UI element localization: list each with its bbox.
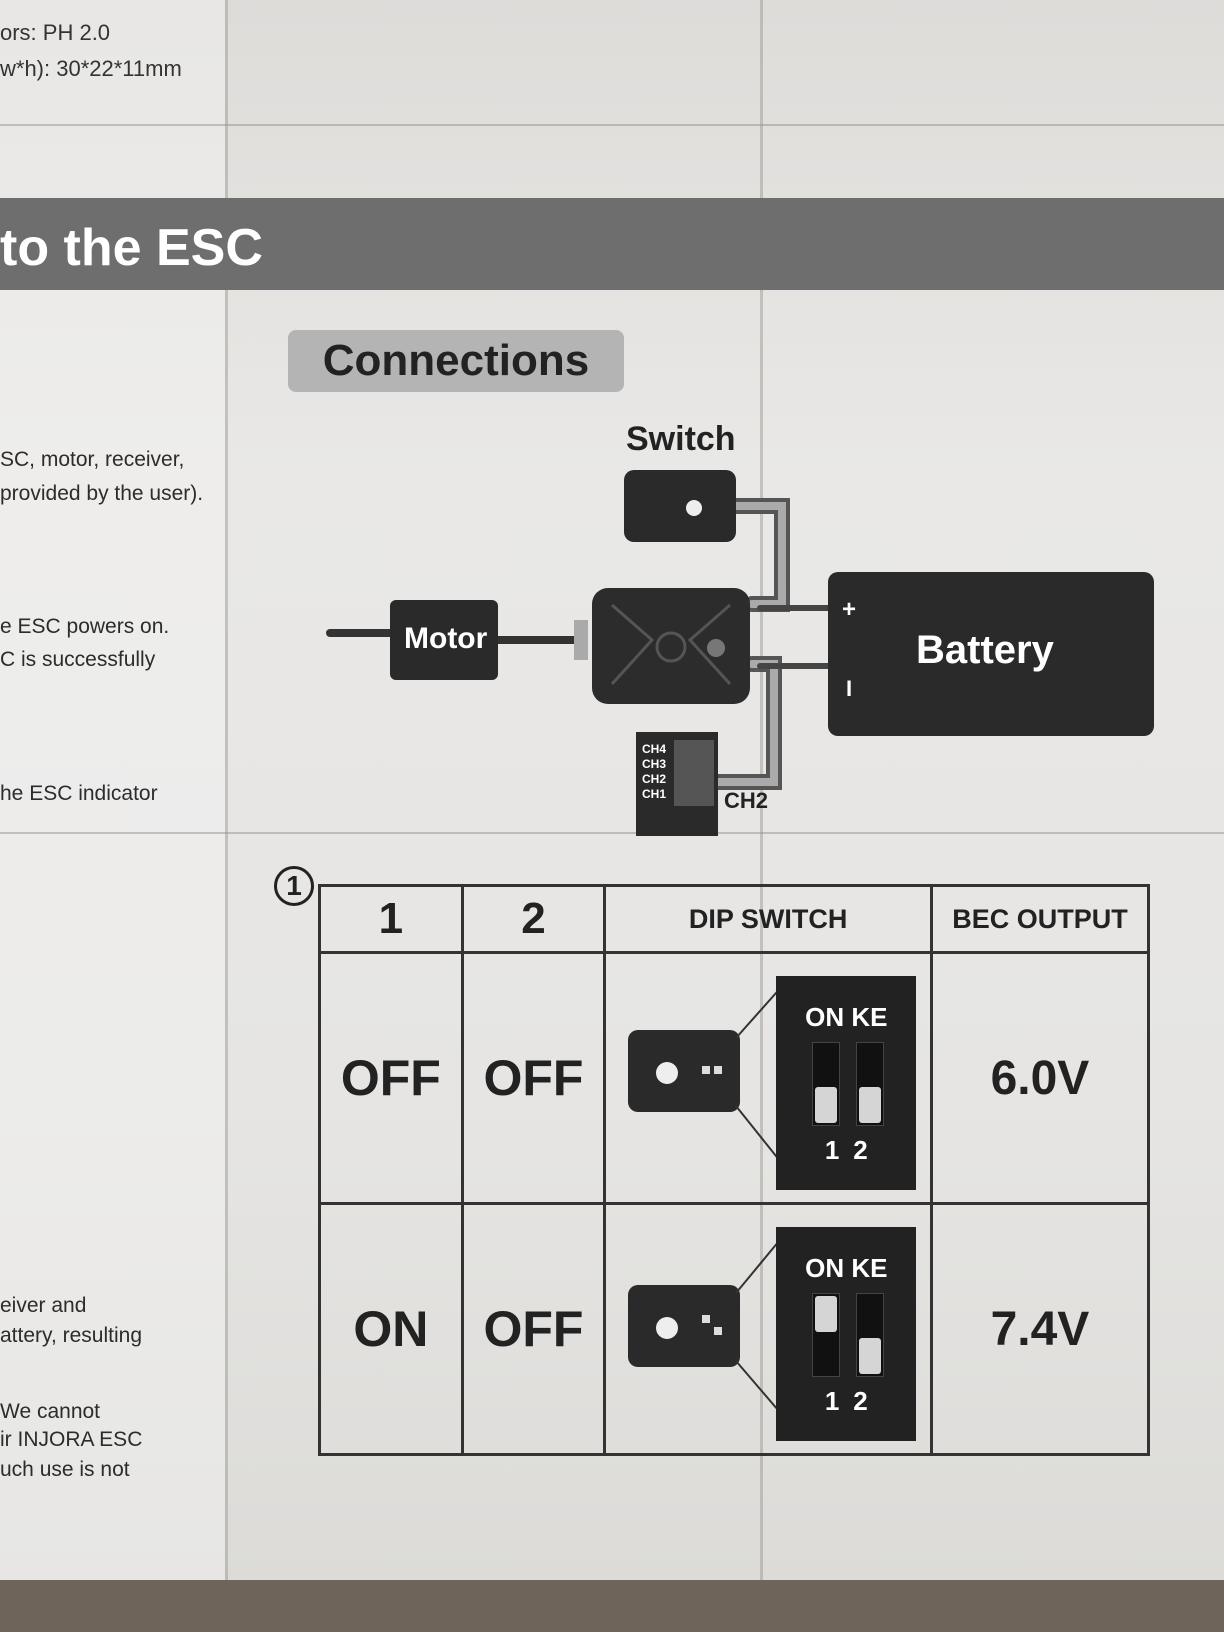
led-dot — [656, 1317, 679, 1339]
battery-unit — [828, 572, 1154, 736]
dip-numbers: 12 — [824, 1386, 882, 1416]
table-row: ON OFF ON KE 12 7.4V — [318, 1202, 1151, 1456]
fold-line — [0, 832, 1224, 834]
switch-1-state: OFF — [318, 951, 464, 1205]
dip-switch-closeup: ON KE 12 — [776, 976, 917, 1190]
header-switch-2: 2 — [460, 884, 607, 954]
led-dot — [656, 1062, 679, 1084]
dip-illustration-cell: ON KE 12 — [603, 1202, 933, 1456]
dip-numbers: 12 — [824, 1135, 882, 1165]
table-header-row: 1 2 DIP SWITCH BEC OUTPUT — [318, 884, 1151, 954]
esc-mini-icon — [628, 1030, 741, 1112]
dip-illustration-cell: ON KE 12 — [603, 951, 933, 1205]
dip-mini-dot — [702, 1066, 711, 1074]
dip-slot-2 — [856, 1042, 885, 1126]
switch-label: Switch — [626, 420, 736, 458]
dip-on-label: ON KE — [805, 1002, 888, 1032]
channel-label: CH4 — [642, 742, 667, 756]
receiver-channels: CH4 CH3 CH2 CH1 — [642, 742, 666, 802]
dip-switch-closeup: ON KE 12 — [776, 1227, 917, 1441]
channel-label: CH2 — [642, 772, 667, 786]
table-row: OFF OFF ON KE 12 6.0V — [318, 951, 1151, 1205]
side-text: SC, motor, receiver, — [0, 448, 185, 471]
spec-connector: ors: PH 2.0 — [0, 20, 111, 45]
switch-2-state: OFF — [460, 951, 607, 1205]
dip-knob-2 — [859, 1087, 882, 1123]
switch-2-state: OFF — [460, 1202, 607, 1456]
manual-page: ors: PH 2.0 w*h): 30*22*11mm to the ESC … — [0, 0, 1224, 1580]
channel-label: CH3 — [642, 757, 667, 771]
motor-unit — [390, 600, 498, 680]
switch-1-state: ON — [318, 1202, 464, 1456]
step-number: 1 — [274, 866, 314, 906]
side-text: he ESC indicator — [0, 782, 158, 805]
side-text: uch use is not — [0, 1458, 130, 1481]
bec-output-value: 6.0V — [929, 951, 1151, 1205]
side-text: e ESC powers on. — [0, 615, 170, 638]
side-text: We cannot — [0, 1400, 101, 1423]
section-title: to the ESC — [0, 219, 263, 277]
section-banner — [0, 198, 1224, 290]
wiring-diagram — [326, 470, 1154, 836]
dip-mini-dot — [714, 1327, 723, 1335]
fold-line — [225, 0, 228, 1580]
side-text: eiver and — [0, 1294, 87, 1317]
header-switch-1: 1 — [318, 884, 464, 954]
header-bec-output: BEC OUTPUT — [929, 884, 1151, 954]
battery-label: Battery — [916, 628, 1054, 672]
bec-output-value: 7.4V — [929, 1202, 1151, 1456]
side-text: provided by the user). — [0, 482, 204, 505]
side-text: ir INJORA ESC — [0, 1428, 143, 1451]
switch-unit — [624, 470, 736, 542]
header-dip-switch: DIP SWITCH — [603, 884, 933, 954]
receiver-unit — [636, 732, 718, 836]
dip-on-label: ON KE — [805, 1253, 888, 1283]
battery-plus: + — [842, 596, 857, 623]
dip-slot-2 — [856, 1293, 885, 1377]
connections-heading: Connections — [288, 330, 624, 392]
esc-connector — [574, 620, 588, 660]
fold-line — [0, 124, 1224, 126]
esc-mini-icon — [628, 1285, 741, 1367]
dip-slot-1 — [812, 1042, 841, 1126]
side-text: attery, resulting — [0, 1324, 143, 1347]
side-text: C is successfully — [0, 648, 156, 671]
channel-label: CH1 — [642, 787, 667, 801]
dip-mini-dot — [714, 1066, 723, 1074]
spec-dimensions: w*h): 30*22*11mm — [0, 56, 182, 81]
esc-unit — [592, 588, 750, 704]
motor-label: Motor — [404, 622, 488, 655]
dip-knob-1 — [815, 1087, 838, 1123]
receiver-port-label: CH2 — [724, 788, 769, 813]
dip-slot-1 — [812, 1293, 841, 1377]
table-surface — [0, 1580, 1224, 1632]
battery-minus: I — [846, 676, 853, 701]
dip-knob-2 — [859, 1338, 882, 1374]
dip-switch-table: 1 2 DIP SWITCH BEC OUTPUT OFF OFF ON KE — [318, 884, 1151, 1456]
dip-knob-1 — [815, 1296, 838, 1332]
dip-mini-dot — [702, 1315, 711, 1323]
